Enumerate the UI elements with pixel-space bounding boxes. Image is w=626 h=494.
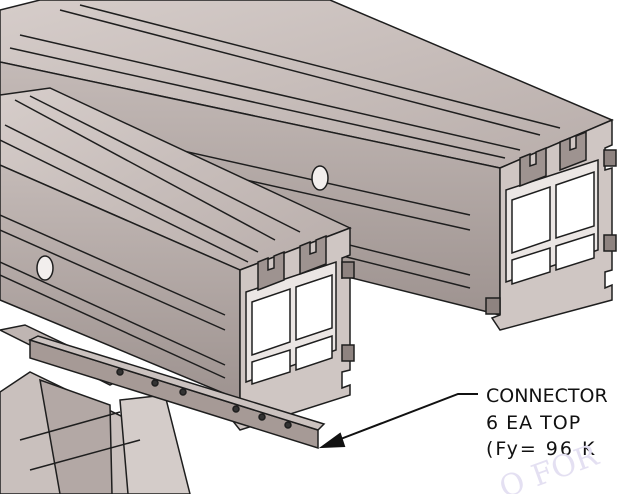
extrusion-front — [0, 87, 355, 431]
annotation-line-2: 6 EA TOP — [486, 412, 581, 434]
bolt-hole — [116, 368, 124, 376]
annotation-block: CONNECTOR 6 EA TOP (Fy= 96 K — [486, 385, 608, 460]
bolt-hole — [179, 388, 187, 396]
bolt-hole — [151, 379, 159, 387]
bolt-hole — [284, 421, 292, 429]
annotation-line-1: CONNECTOR — [486, 385, 608, 407]
bolt-hole — [232, 405, 240, 413]
support-frame — [0, 324, 191, 494]
bolt-hole — [258, 413, 266, 421]
leader-arrow — [318, 393, 478, 449]
annotation-line-3: (Fy= 96 K — [486, 438, 596, 460]
connector-plate — [28, 335, 326, 450]
